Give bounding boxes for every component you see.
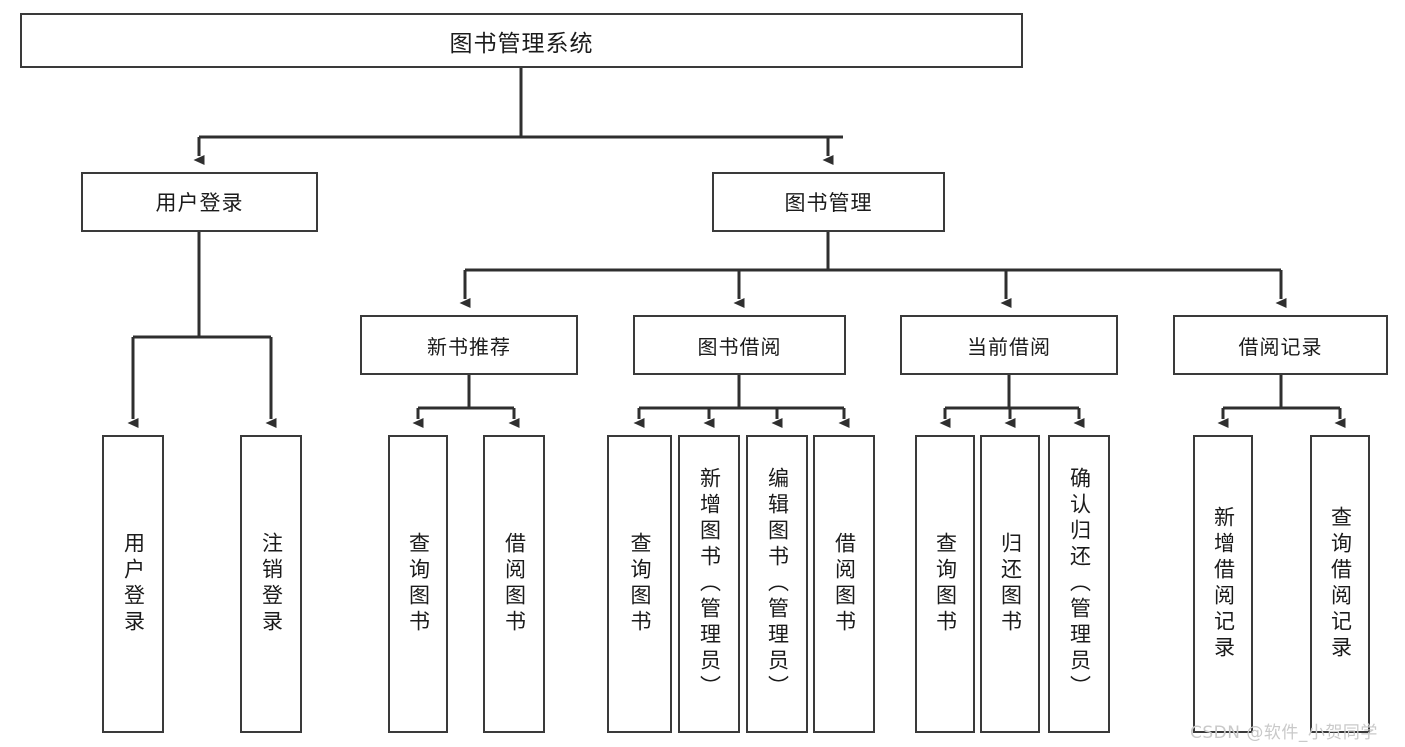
node-leaf-borrow-book-label: 借阅图书: [832, 532, 857, 636]
node-new-book-recommend[interactable]: 新书推荐: [360, 315, 578, 375]
node-leaf-query-book-cur[interactable]: 查询图书: [915, 435, 975, 733]
node-leaf-edit-book[interactable]: 编辑图书（管理员）: [746, 435, 808, 733]
node-root-label: 图书管理系统: [449, 30, 594, 57]
node-leaf-return-book[interactable]: 归还图书: [980, 435, 1040, 733]
node-current-borrow[interactable]: 当前借阅: [900, 315, 1118, 375]
node-leaf-query-book-rec-label: 查询图书: [406, 532, 431, 636]
node-leaf-borrow-book-rec[interactable]: 借阅图书: [483, 435, 545, 733]
node-leaf-user-login-label: 用户登录: [121, 532, 146, 636]
node-leaf-add-book-label: 新增图书（管理员）: [697, 467, 722, 701]
node-leaf-query-book-borrow[interactable]: 查询图书: [607, 435, 672, 733]
node-leaf-logout-label: 注销登录: [259, 532, 284, 636]
node-leaf-add-record-label: 新增借阅记录: [1211, 506, 1236, 662]
node-leaf-add-record[interactable]: 新增借阅记录: [1193, 435, 1253, 733]
node-book-manage-label: 图书管理: [784, 191, 873, 215]
node-book-borrow-label: 图书借阅: [697, 334, 782, 359]
node-leaf-query-book-cur-label: 查询图书: [933, 532, 958, 636]
node-leaf-return-book-label: 归还图书: [998, 532, 1023, 636]
node-leaf-query-record[interactable]: 查询借阅记录: [1310, 435, 1370, 733]
node-leaf-confirm-return[interactable]: 确认归还（管理员）: [1048, 435, 1110, 733]
node-current-borrow-label: 当前借阅: [967, 334, 1051, 359]
node-leaf-add-book[interactable]: 新增图书（管理员）: [678, 435, 740, 733]
node-leaf-query-book-rec[interactable]: 查询图书: [388, 435, 448, 733]
node-user-login-label: 用户登录: [155, 191, 244, 215]
node-book-manage[interactable]: 图书管理: [712, 172, 945, 232]
node-book-borrow[interactable]: 图书借阅: [633, 315, 846, 375]
node-new-book-recommend-label: 新书推荐: [427, 334, 511, 359]
node-root[interactable]: 图书管理系统: [20, 13, 1023, 68]
node-leaf-edit-book-label: 编辑图书（管理员）: [765, 467, 790, 701]
node-borrow-record-label: 借阅记录: [1238, 334, 1323, 359]
node-leaf-logout[interactable]: 注销登录: [240, 435, 302, 733]
node-user-login[interactable]: 用户登录: [81, 172, 318, 232]
csdn-watermark: CSDN @软件_小贺同学: [1190, 723, 1378, 743]
node-leaf-confirm-return-label: 确认归还（管理员）: [1067, 467, 1092, 701]
node-borrow-record[interactable]: 借阅记录: [1173, 315, 1388, 375]
node-leaf-query-book-borrow-label: 查询图书: [628, 532, 652, 636]
node-leaf-user-login[interactable]: 用户登录: [102, 435, 164, 733]
node-leaf-query-record-label: 查询借阅记录: [1328, 506, 1353, 662]
node-leaf-borrow-book[interactable]: 借阅图书: [813, 435, 875, 733]
node-leaf-borrow-book-rec-label: 借阅图书: [502, 532, 527, 636]
